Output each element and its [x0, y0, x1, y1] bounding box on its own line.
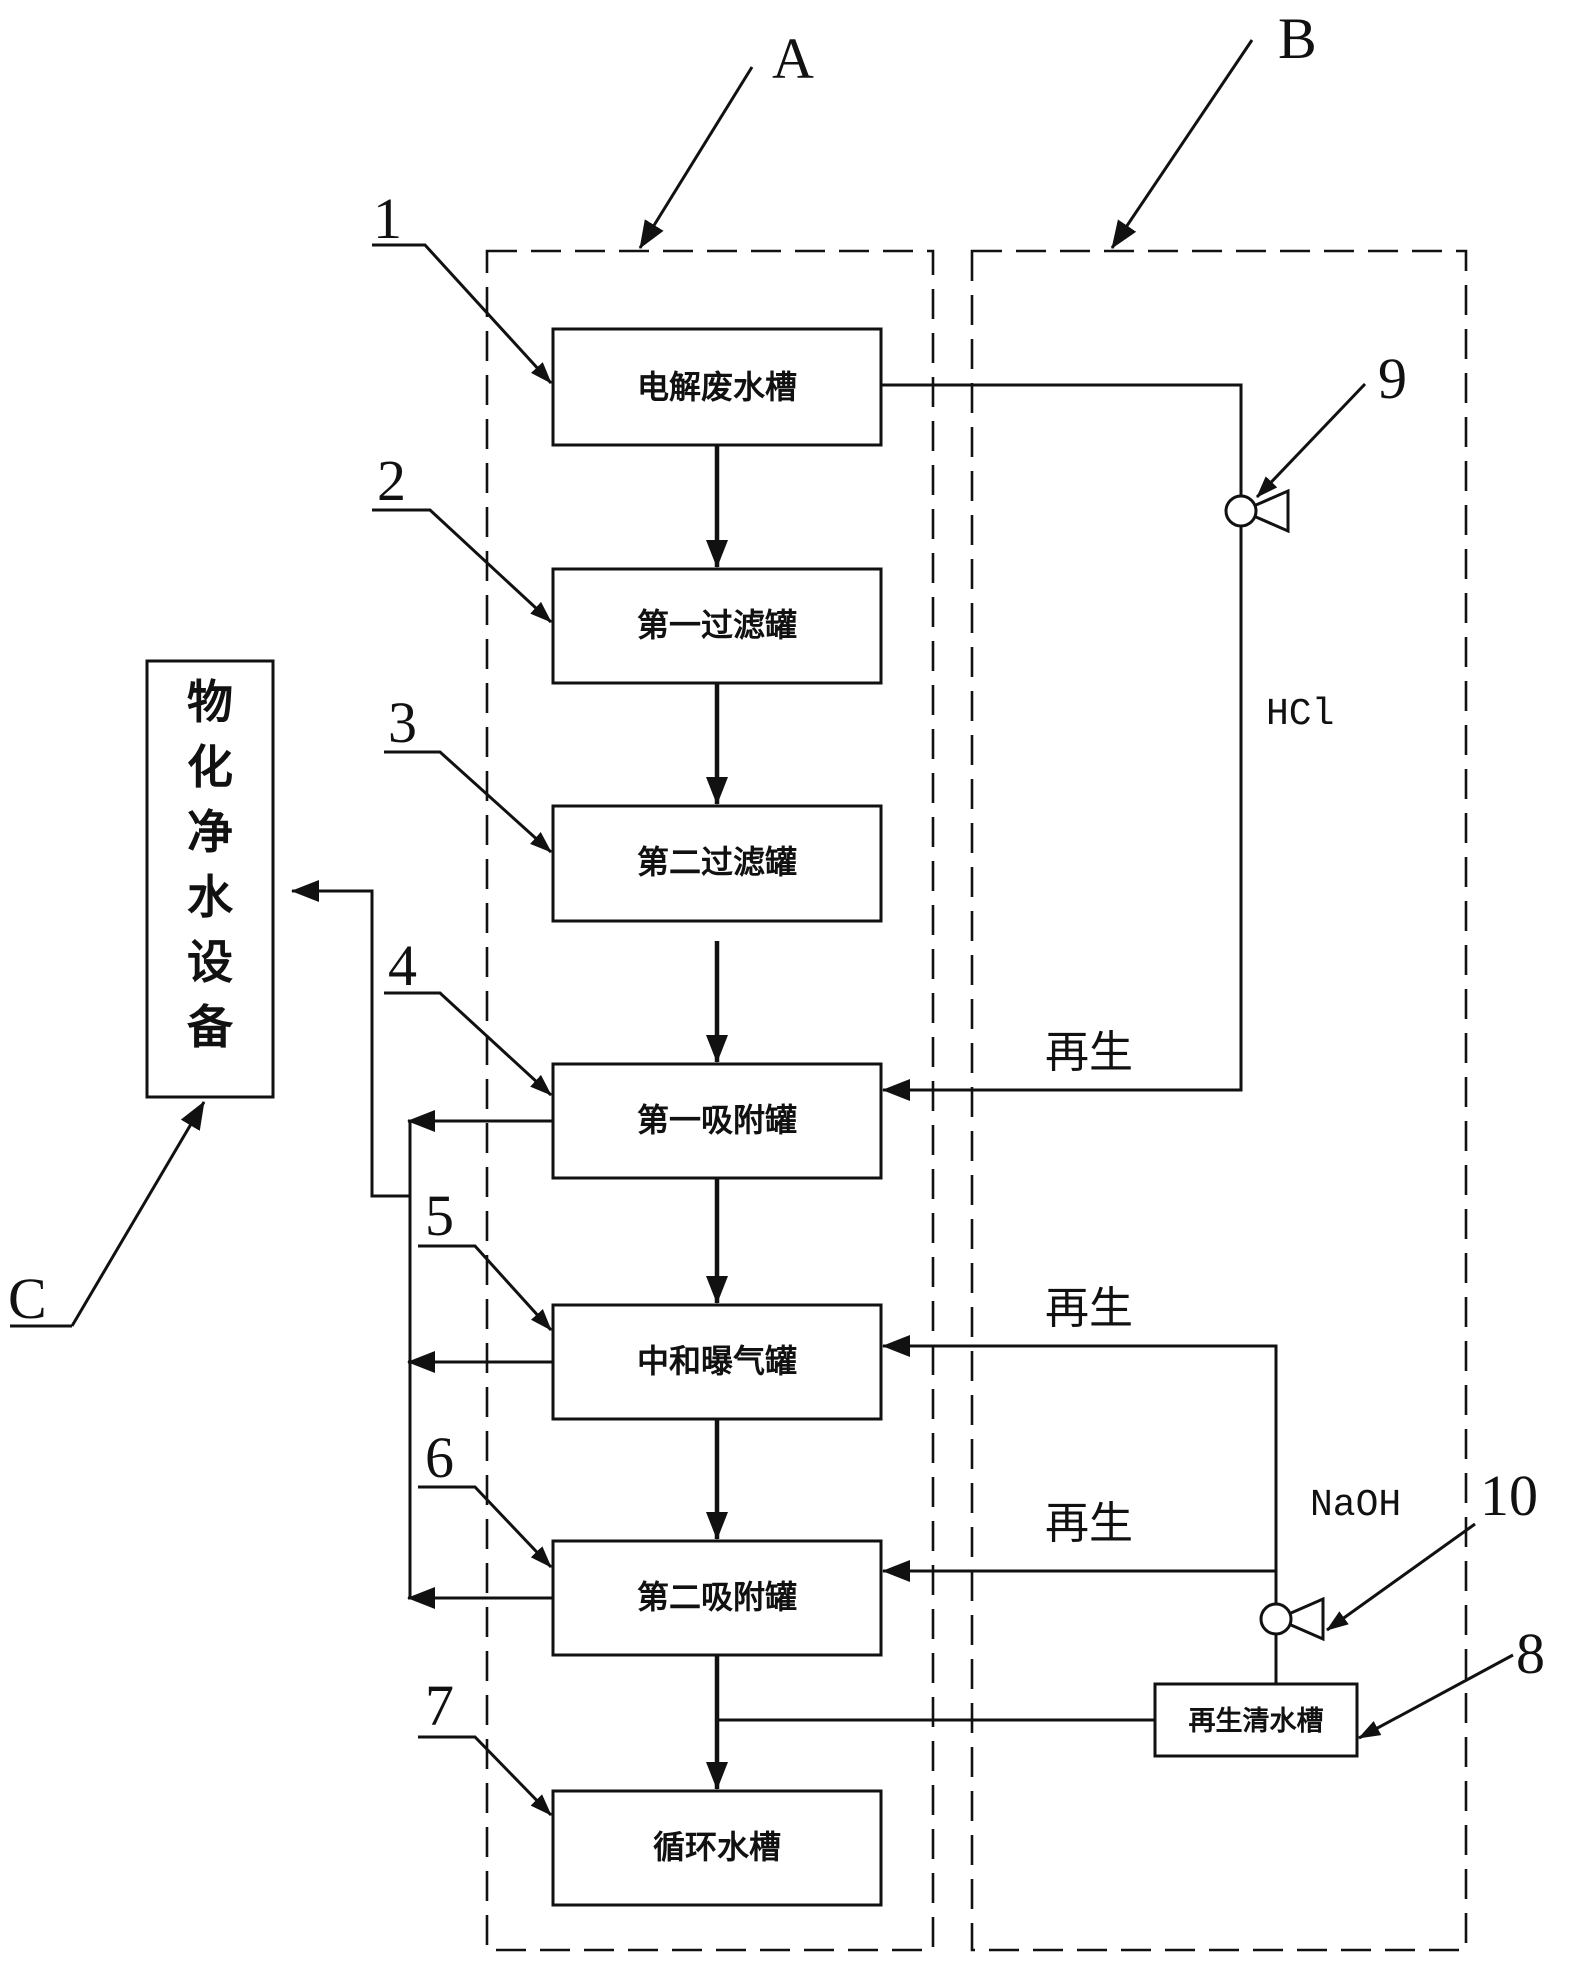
unit-3-label: 第二过滤罐	[637, 843, 797, 881]
group-b-boundary	[970, 249, 1468, 1952]
ref-6-leader	[418, 1485, 553, 1569]
pump-10-icon	[1259, 1602, 1293, 1636]
unit-c-char-1: 物	[187, 675, 233, 729]
hcl-line-return	[882, 526, 1243, 1101]
unit-1-label: 电解废水槽	[637, 368, 797, 406]
group-a-boundary	[485, 249, 935, 1952]
unit-5-label: 中和曝气罐	[637, 1342, 797, 1380]
ref-8: 8	[1516, 1621, 1545, 1686]
ref-6: 6	[425, 1425, 454, 1490]
regen-label-1: 再生	[1045, 1027, 1133, 1078]
ref-9-leader	[1255, 382, 1367, 499]
ref-4: 4	[388, 933, 417, 998]
ref-2: 2	[377, 448, 406, 513]
group-a-letter: A	[772, 26, 814, 91]
group-c-pointer	[70, 1101, 206, 1327]
hcl-line-top	[881, 383, 1243, 495]
unit-4-label: 第一吸附罐	[637, 1101, 797, 1139]
unit-8-box	[1153, 1682, 1359, 1758]
regen-label-3: 再生	[1045, 1498, 1133, 1549]
unit-c-char-5: 设	[187, 935, 233, 989]
ref-5-leader	[418, 1244, 553, 1332]
ref-1: 1	[373, 186, 402, 251]
hcl-label: HCl	[1266, 693, 1334, 736]
naoh-label: NaOH	[1310, 1484, 1401, 1527]
ref-3: 3	[388, 690, 417, 755]
unit-7-label: 循环水槽	[653, 1828, 781, 1866]
unit-3-box	[551, 804, 883, 923]
unit-c-char-4: 水	[187, 870, 234, 924]
ref-7-leader	[418, 1735, 553, 1817]
pump-10-nozzle-icon	[1290, 1596, 1325, 1642]
unit-1-box	[551, 327, 883, 447]
ref-10: 10	[1480, 1463, 1538, 1528]
group-b-letter: B	[1278, 6, 1317, 71]
ref-2-leader	[372, 508, 553, 624]
unit-6-box	[551, 1539, 883, 1657]
unit-5-box	[551, 1303, 883, 1421]
pump-9-nozzle-icon	[1255, 488, 1290, 534]
naoh-line-main	[882, 1335, 1278, 1604]
ref-9: 9	[1378, 346, 1407, 411]
unit-2-label: 第一过滤罐	[637, 606, 797, 644]
unit-6-label: 第二吸附罐	[637, 1578, 797, 1616]
ref-7: 7	[425, 1673, 454, 1738]
ref-1-leader	[372, 243, 553, 385]
unit-4-box	[551, 1062, 883, 1180]
ref-10-leader	[1326, 1522, 1476, 1632]
unit-2-box	[551, 567, 883, 685]
ref-4-leader	[384, 991, 553, 1097]
group-c-letter: C	[8, 1266, 47, 1331]
unit-c-box	[145, 659, 275, 1099]
unit-c-char-6: 备	[187, 1000, 234, 1054]
group-b-pointer	[1110, 39, 1254, 249]
regen-label-2: 再生	[1045, 1283, 1133, 1334]
pump-9-icon	[1224, 494, 1258, 528]
unit-c-char-2: 化	[187, 740, 233, 794]
ref-8-leader	[1358, 1653, 1514, 1740]
ref-3-leader	[384, 750, 553, 854]
group-a-pointer	[638, 66, 754, 249]
unit-7-box	[551, 1789, 883, 1907]
unit-8-label: 再生清水槽	[1189, 1706, 1324, 1737]
ref-5: 5	[425, 1183, 454, 1248]
unit-c-char-3: 净	[187, 805, 233, 859]
effluent-to-equipment	[291, 880, 410, 1198]
